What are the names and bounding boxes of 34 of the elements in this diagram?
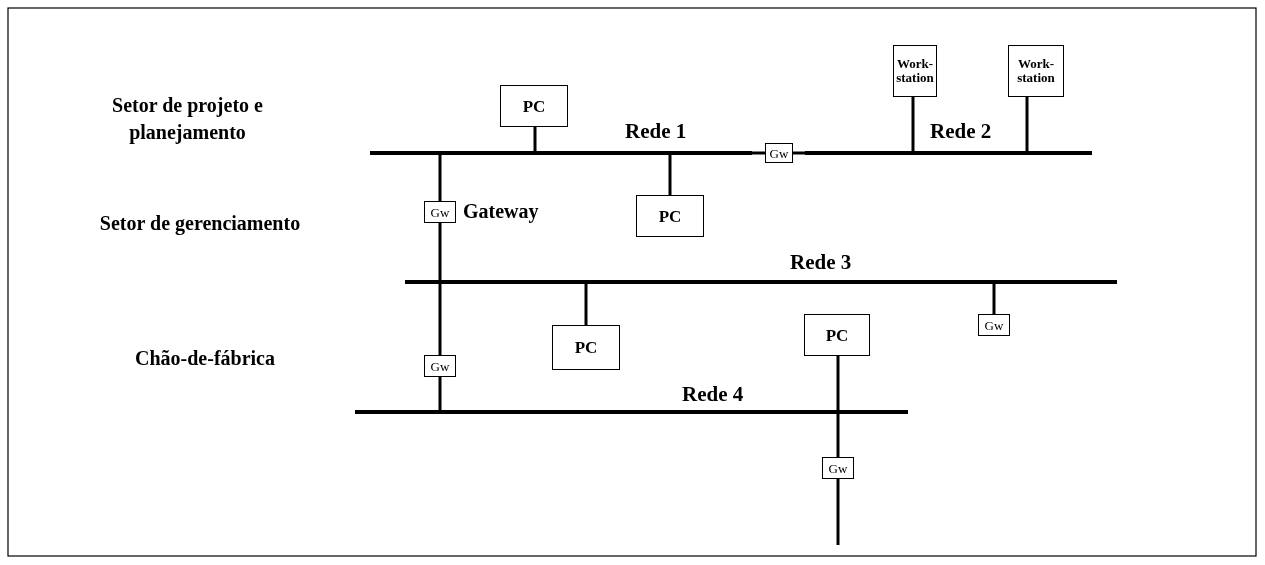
connection-line: [668, 155, 672, 195]
network-label: Rede 2: [930, 121, 992, 142]
gateway-box: Gw: [424, 355, 456, 377]
connection-line: [793, 151, 805, 155]
computer-box: PC: [804, 314, 870, 356]
connection-line: [836, 414, 840, 457]
sector-label: Setor de gerenciamento: [98, 211, 302, 237]
connection-line: [533, 127, 537, 151]
connection-line: [438, 284, 442, 355]
network-label: Rede 1: [625, 121, 687, 142]
network-label: Rede 4: [682, 384, 744, 405]
connection-line: [836, 479, 840, 545]
computer-box: PC: [500, 85, 568, 127]
computer-box: PC: [552, 325, 620, 370]
connection-line: [992, 284, 996, 314]
sector-label: Chão-de-fábrica: [134, 346, 276, 371]
sector-label: Setor de projeto e planejamento: [111, 93, 264, 146]
gateway-box: Gw: [978, 314, 1010, 336]
workstation-box: Work-station: [893, 45, 937, 97]
connection-line: [1025, 97, 1029, 151]
connection-line: [438, 223, 442, 280]
connection-line: [584, 284, 588, 325]
connection-line: [438, 377, 442, 410]
workstation-box: Work-station: [1008, 45, 1064, 97]
gateway-box: Gw: [765, 143, 793, 163]
network-label: Rede 3: [790, 252, 852, 273]
connection-line: [752, 151, 765, 155]
gateway-box: Gw: [424, 201, 456, 223]
connection-line: [911, 97, 915, 151]
gateway-box: Gw: [822, 457, 854, 479]
connection-line: [438, 155, 442, 201]
connection-line: [836, 356, 840, 410]
gateway-label: Gateway: [463, 201, 539, 221]
computer-box: PC: [636, 195, 704, 237]
